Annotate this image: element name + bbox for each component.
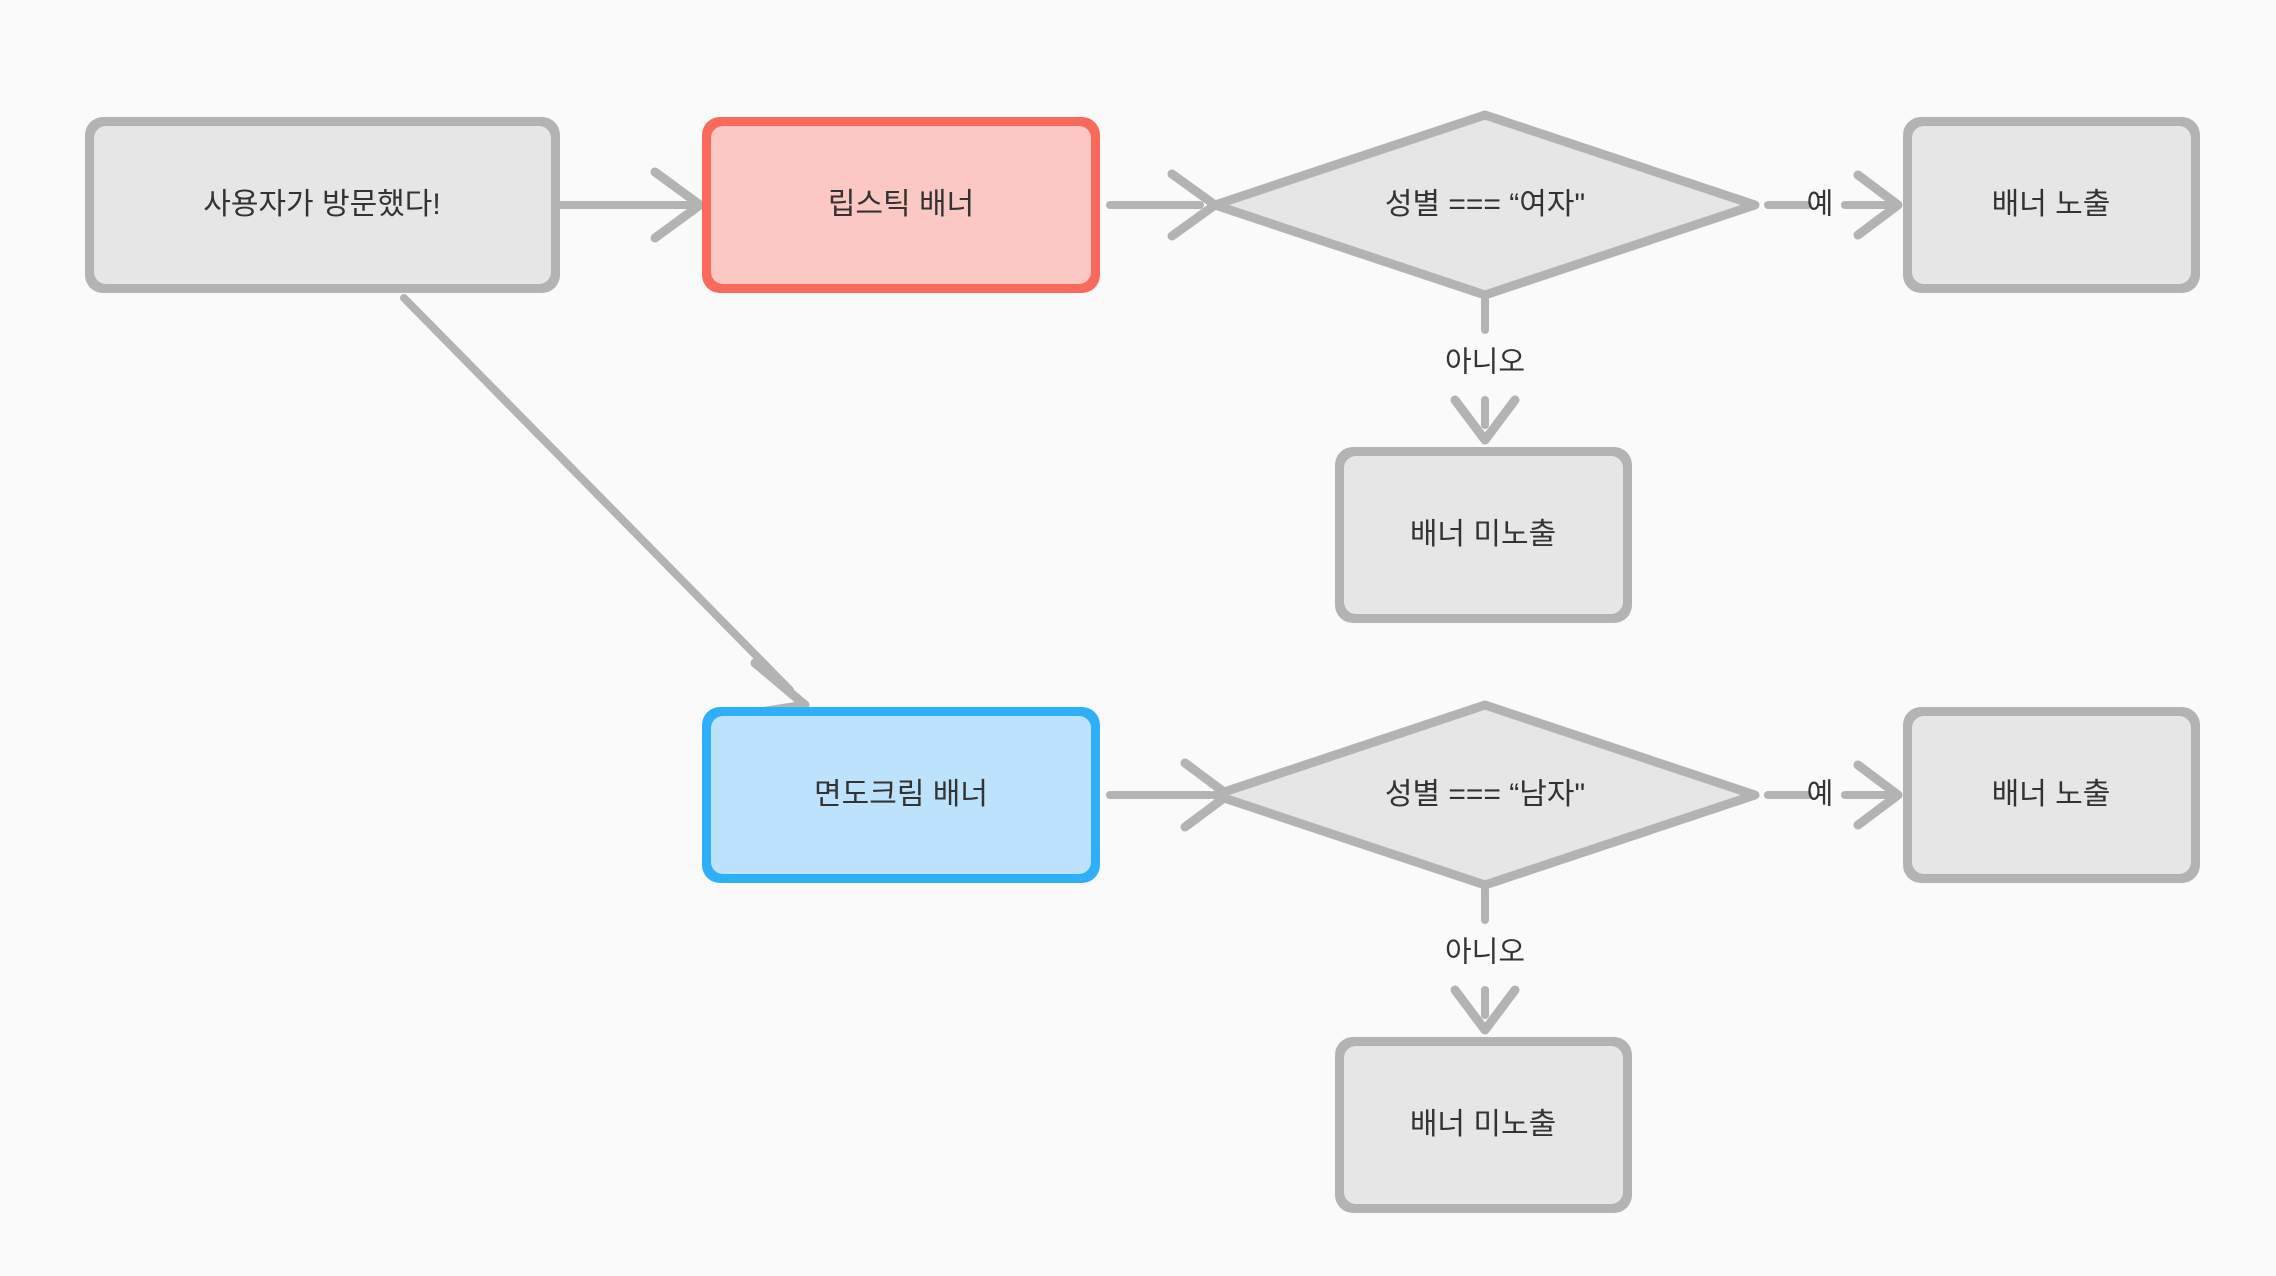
node-shaving-banner[interactable]: 면도크림 배너 (702, 707, 1100, 883)
edge-condition-male-no: 아니오 (1445, 886, 1525, 1035)
node-hide-banner-female[interactable]: 배너 미노출 (1335, 447, 1632, 623)
node-condition-male[interactable]: 성별 === “남자" (1210, 700, 1760, 890)
node-lipstick-banner-label: 립스틱 배너 (828, 188, 974, 221)
edge-shaving-banner-to-condition-male (1106, 758, 1233, 832)
node-condition-female-label: 성별 === “여자" (1385, 188, 1585, 221)
edge-condition-female-yes: 예 (1764, 170, 1903, 240)
node-shaving-banner-label: 면도크림 배너 (814, 778, 988, 811)
node-start[interactable]: 사용자가 방문했다! (85, 117, 560, 293)
edge-lipstick-banner-to-condition-female (1106, 169, 1220, 241)
edge-start-to-lipstick-banner (556, 167, 705, 243)
node-condition-female[interactable]: 성별 === “여자" (1210, 110, 1760, 300)
node-hide-banner-male-label: 배너 미노출 (1410, 1108, 1556, 1141)
node-condition-male-label: 성별 === “남자" (1385, 778, 1585, 811)
node-start-label: 사용자가 방문했다! (203, 188, 440, 221)
node-show-banner-female-label: 배너 노출 (1992, 188, 2111, 221)
node-lipstick-banner[interactable]: 립스틱 배너 (702, 117, 1100, 293)
edge-start-to-shaving-banner (400, 294, 810, 717)
node-show-banner-female[interactable]: 배너 노출 (1903, 117, 2200, 293)
node-show-banner-male-label: 배너 노출 (1992, 778, 2111, 811)
node-show-banner-male[interactable]: 배너 노출 (1903, 707, 2200, 883)
edge-label-female-yes: 예 (1807, 189, 1834, 221)
edge-label-male-yes: 예 (1807, 779, 1834, 811)
edge-condition-female-no: 아니오 (1445, 296, 1525, 445)
edge-condition-male-yes: 예 (1764, 760, 1903, 830)
node-hide-banner-male[interactable]: 배너 미노출 (1335, 1037, 1632, 1213)
edge-label-female-no: 아니오 (1445, 347, 1525, 379)
edge-label-male-no: 아니오 (1445, 937, 1525, 969)
node-hide-banner-female-label: 배너 미노출 (1410, 518, 1556, 551)
